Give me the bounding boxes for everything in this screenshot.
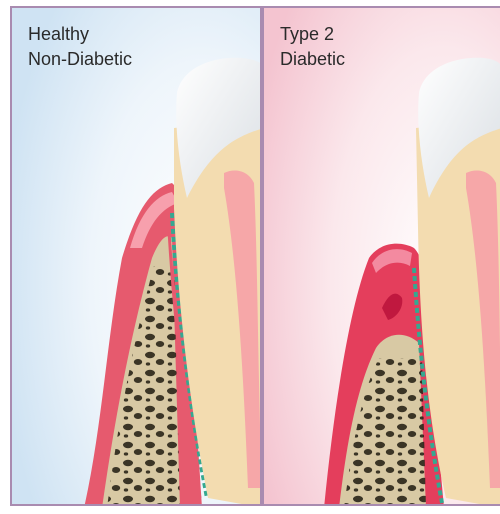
diabetic-label-line2: Diabetic xyxy=(280,47,345,72)
healthy-illustration xyxy=(12,8,262,506)
diabetic-label: Type 2 Diabetic xyxy=(280,22,345,72)
diabetic-illustration xyxy=(264,8,500,506)
healthy-label-line1: Healthy xyxy=(28,22,132,47)
diabetic-panel: Type 2 Diabetic xyxy=(262,6,500,506)
healthy-panel: Healthy Non-Diabetic xyxy=(10,6,262,506)
healthy-label: Healthy Non-Diabetic xyxy=(28,22,132,72)
healthy-label-line2: Non-Diabetic xyxy=(28,47,132,72)
diabetic-label-line1: Type 2 xyxy=(280,22,345,47)
